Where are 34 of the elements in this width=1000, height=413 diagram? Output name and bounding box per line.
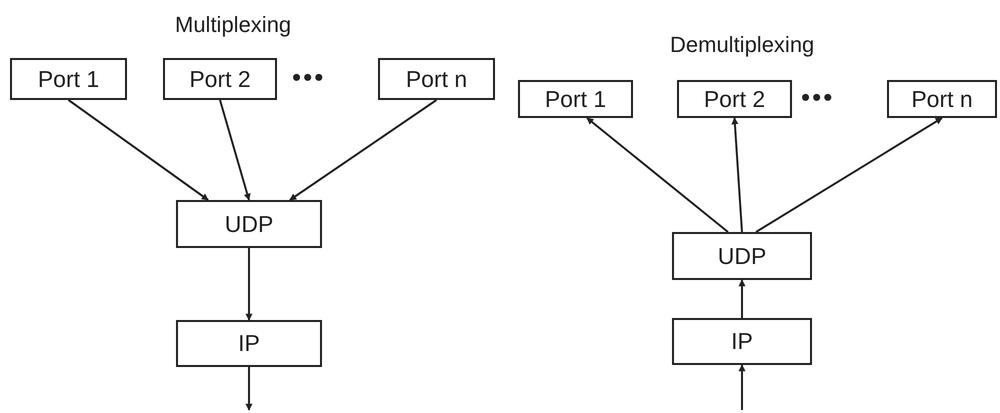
process-box (672, 318, 812, 365)
box-label: UDP (718, 242, 766, 270)
box-label: Port n (911, 86, 973, 112)
box-label: Port n (406, 66, 468, 92)
box-label: UDP (224, 210, 274, 238)
arrow (219, 100, 251, 201)
arrow (738, 279, 746, 318)
box-label: Port 2 (189, 66, 251, 92)
arrow (246, 248, 252, 321)
box-label: Port 2 (704, 86, 766, 112)
arrow (731, 117, 743, 232)
ellipsis-dots: ••• (801, 82, 834, 113)
heading: Demultiplexing (670, 32, 814, 58)
process-box (518, 80, 633, 118)
process-box (176, 320, 322, 367)
process-box (378, 58, 495, 100)
box-label: IP (731, 328, 753, 355)
process-box (10, 58, 127, 100)
box-label: IP (238, 330, 260, 357)
ellipsis-dots: ••• (292, 62, 326, 93)
box-label: Port 1 (38, 66, 100, 92)
arrow (755, 117, 943, 233)
process-box (163, 58, 277, 100)
arrow (246, 367, 252, 411)
arrow (68, 99, 209, 201)
process-box (677, 80, 792, 118)
arrow (586, 117, 729, 233)
arrow (738, 364, 746, 410)
box-label: Port 1 (544, 86, 606, 112)
process-box (672, 232, 812, 280)
arrow (289, 99, 438, 201)
process-box (887, 80, 997, 118)
process-box (176, 200, 322, 248)
heading: Multiplexing (175, 12, 292, 38)
